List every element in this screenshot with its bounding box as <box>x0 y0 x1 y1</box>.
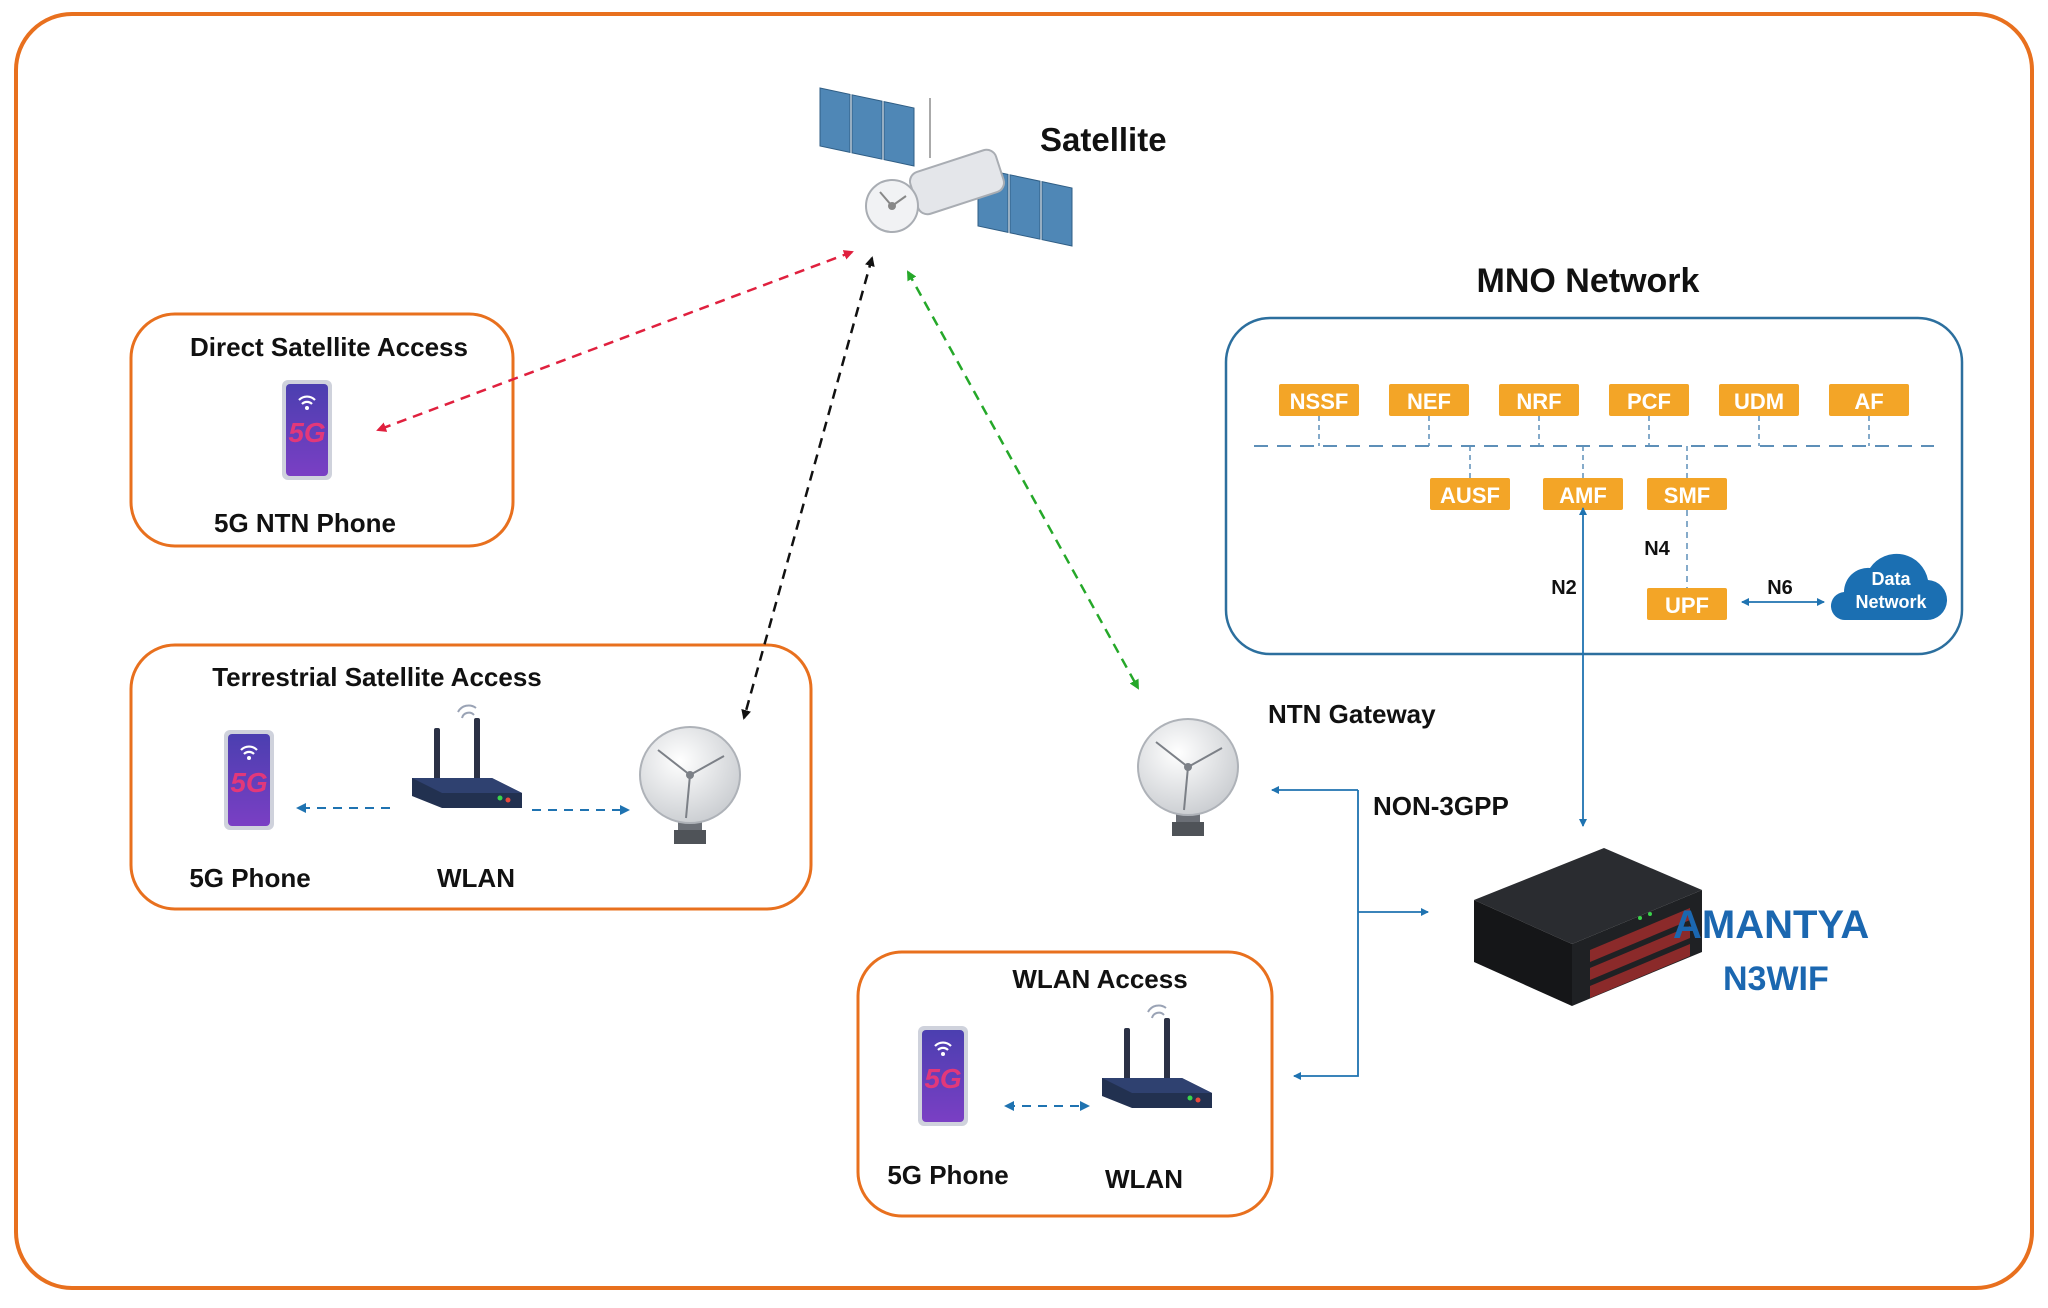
nf-af: AF <box>1829 384 1909 446</box>
satellite-label: Satellite <box>1040 121 1167 158</box>
nf-top-row: NSSF NEF NRF PCF UDM AF <box>1279 384 1909 446</box>
nf-pcf: PCF <box>1609 384 1689 446</box>
wifi-router-icon <box>411 704 523 809</box>
n6-label: N6 <box>1767 577 1793 599</box>
nf-label: NEF <box>1407 389 1451 414</box>
server-rack-icon <box>1474 848 1702 1006</box>
terrestrial-sat-link <box>741 256 875 720</box>
nf-nef: NEF <box>1389 384 1469 446</box>
brand-logo: AMANTYA <box>1673 903 1869 947</box>
nf-label: NSSF <box>1290 389 1349 414</box>
nf-ausf: AUSF <box>1430 446 1510 510</box>
nf-smf: SMF <box>1647 446 1727 510</box>
nf-label: SMF <box>1664 483 1710 508</box>
nf-udm: UDM <box>1719 384 1799 446</box>
wlan-access-title: WLAN Access <box>1012 964 1187 994</box>
wifi-router-icon <box>1101 1004 1213 1109</box>
brand-name: AMANTYA <box>1673 903 1869 947</box>
nf-label: AMF <box>1559 483 1607 508</box>
terrestrial-wlan-label: WLAN <box>437 863 515 893</box>
data-network-line1: Data <box>1871 569 1911 589</box>
ntn-gateway-label: NTN Gateway <box>1268 699 1436 729</box>
ntn-phone-label: 5G NTN Phone <box>214 508 396 538</box>
non3gpp-bus <box>1293 790 1359 1080</box>
non3gpp-label: NON-3GPP <box>1373 791 1509 821</box>
nf-nssf: NSSF <box>1279 384 1359 446</box>
nf-mid-row: AUSF AMF SMF <box>1430 446 1727 510</box>
outer-frame <box>14 12 2034 1290</box>
terrestrial-phone-label: 5G Phone <box>189 863 310 893</box>
nf-upf <box>1647 588 1727 620</box>
nf-upf-label: UPF <box>1665 593 1709 618</box>
nf-label: AUSF <box>1440 483 1500 508</box>
wlan-access-phone-label: 5G Phone <box>887 1160 1008 1190</box>
nf-label: NRF <box>1516 389 1561 414</box>
wlan-access-wlan-label: WLAN <box>1105 1164 1183 1194</box>
data-network-line2: Network <box>1855 592 1927 612</box>
cloud-icon <box>1830 553 1948 621</box>
nf-nrf: NRF <box>1499 384 1579 446</box>
direct-access-title: Direct Satellite Access <box>190 332 468 362</box>
n4-label: N4 <box>1644 538 1670 560</box>
dish-antenna-icon <box>639 726 741 845</box>
nf-label: AF <box>1854 389 1883 414</box>
nf-amf: AMF <box>1543 446 1623 510</box>
phone-5g-icon <box>916 1024 970 1128</box>
satellite-icon <box>819 87 1073 247</box>
terrestrial-access-box <box>129 643 813 911</box>
gateway-sat-link <box>906 270 1140 690</box>
wlan-access-box <box>856 950 1274 1218</box>
brand-product: N3WIF <box>1723 960 1829 998</box>
terrestrial-access-title: Terrestrial Satellite Access <box>212 662 542 692</box>
nf-label: UDM <box>1734 389 1784 414</box>
phone-5g-icon <box>280 378 334 482</box>
nf-label: PCF <box>1627 389 1671 414</box>
n2-label: N2 <box>1551 577 1577 599</box>
dish-antenna-icon <box>1137 718 1239 837</box>
mno-title: MNO Network <box>1477 262 1700 300</box>
phone-5g-icon <box>222 728 276 832</box>
mno-box <box>1224 316 1964 656</box>
